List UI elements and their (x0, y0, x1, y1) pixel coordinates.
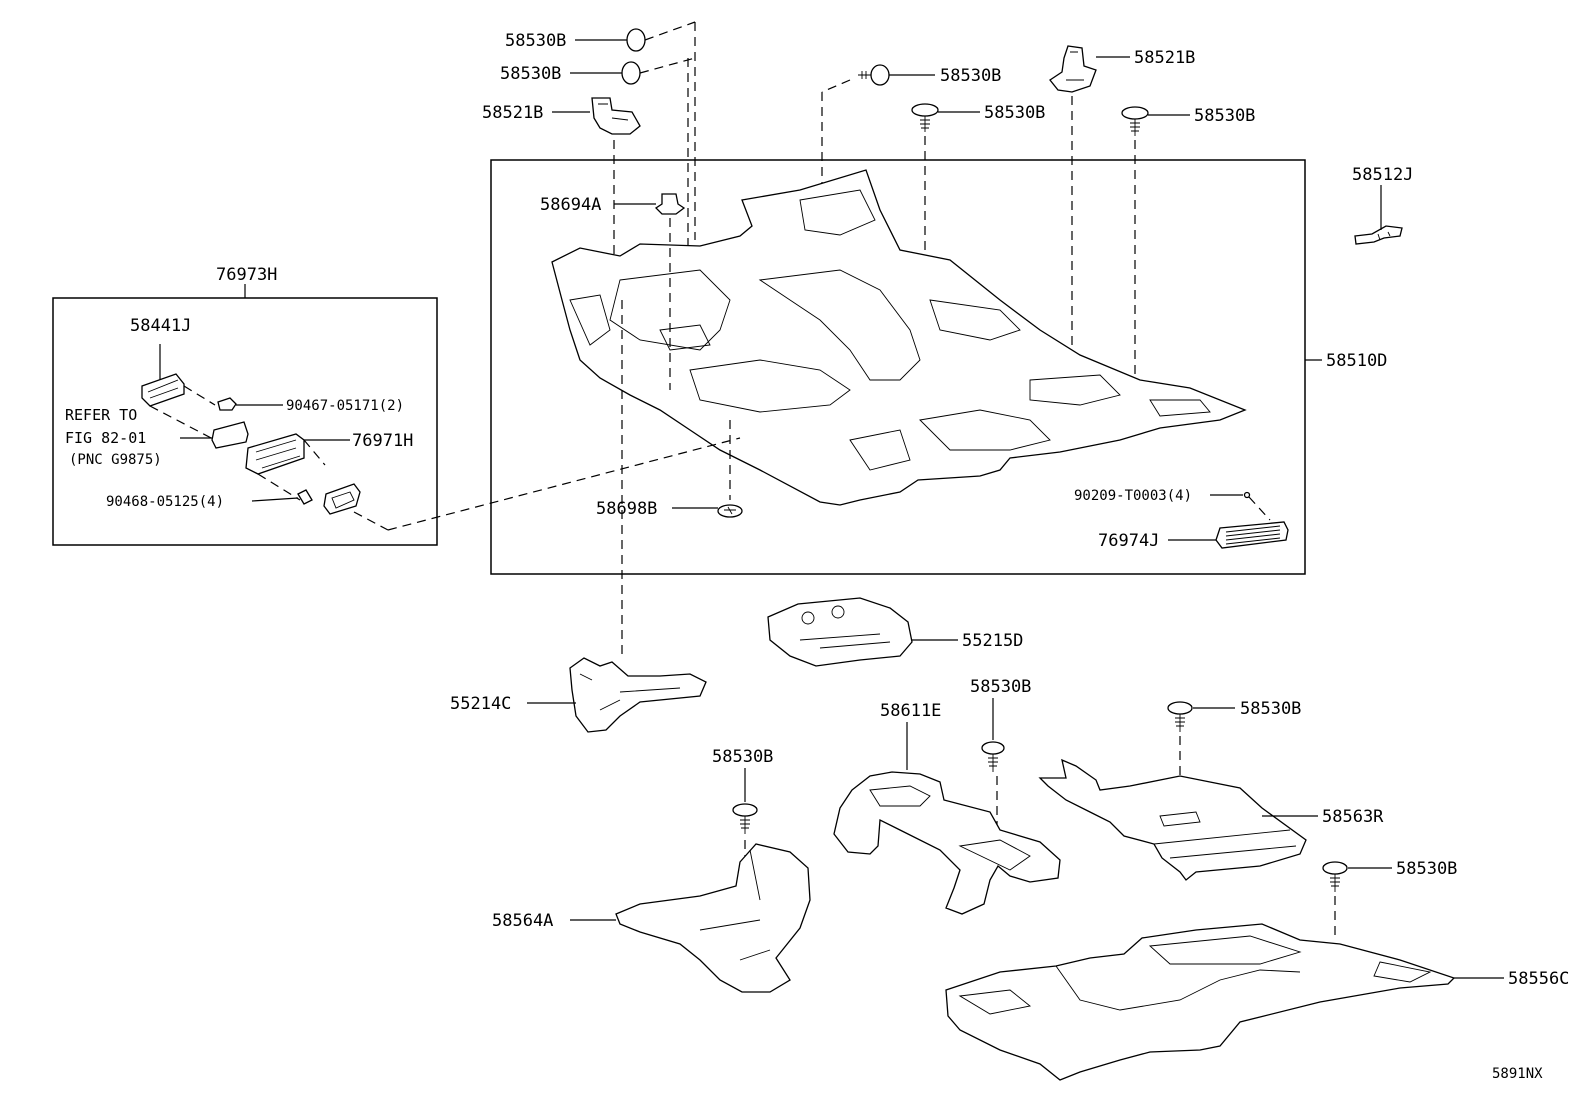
insulator-55214C (569, 657, 707, 733)
clip-58530B-top-5 (1121, 106, 1149, 136)
callout-58556C: 58556C (1508, 969, 1569, 989)
callout-58530B-6: 58530B (970, 677, 1031, 697)
housing-76971H (245, 433, 305, 475)
reference-note-line1: REFER TO (65, 406, 137, 424)
bracket-58521B-left (591, 97, 641, 135)
reference-note-line3: (PNC G9875) (69, 452, 162, 468)
panel-58441J (141, 373, 185, 407)
callout-58512J: 58512J (1352, 165, 1413, 185)
callout-58521B-right: 58521B (1134, 48, 1195, 68)
clip-58530B-top-2 (621, 57, 696, 85)
carpet-58564A (615, 843, 811, 993)
fastener-58694A (654, 193, 686, 215)
callout-58611E: 58611E (880, 701, 941, 721)
callout-58530B-3: 58530B (940, 66, 1001, 86)
vent-trim-76974J (1215, 521, 1289, 549)
callout-58530B-9: 58530B (1396, 859, 1457, 879)
carpet-58563R (1038, 758, 1307, 881)
clip-58530B-low-6 (981, 741, 1005, 772)
callout-90209: 90209-T0003(4) (1074, 488, 1192, 504)
callout-58530B-1: 58530B (505, 31, 566, 51)
floor-carpet-58510D (551, 169, 1247, 506)
callout-55215D: 55215D (962, 631, 1023, 651)
clip-90467 (217, 397, 237, 411)
reference-note-line2: FIG 82-01 (65, 429, 146, 447)
clip-58530B-low-8 (732, 803, 758, 834)
screw-90209 (1243, 491, 1251, 499)
callout-58530B-7: 58530B (1240, 699, 1301, 719)
clip-58530B-top-3 (858, 64, 890, 86)
callout-58564A: 58564A (492, 911, 553, 931)
clip-58530B-top-4 (911, 103, 939, 132)
callout-58563R: 58563R (1322, 807, 1384, 827)
callout-76974J: 76974J (1098, 531, 1159, 551)
callout-58698B: 58698B (596, 499, 657, 519)
callout-55214C: 55214C (450, 694, 511, 714)
insulator-55215D (767, 597, 913, 667)
carpet-58611E (833, 771, 1061, 915)
callout-90467: 90467-05171(2) (286, 398, 404, 414)
part-58512J (1354, 225, 1403, 245)
clip-58530B-low-7 (1167, 701, 1193, 732)
main-assembly-frame (490, 159, 1306, 575)
clip-58530B-top-1 (626, 21, 696, 52)
cover-plate (211, 421, 249, 449)
callout-58530B-4: 58530B (984, 103, 1045, 123)
bracket-58521B-right (1049, 45, 1097, 93)
callout-90468: 90468-05125(4) (106, 494, 224, 510)
screw-90468 (297, 489, 313, 505)
callout-58694A: 58694A (540, 195, 601, 215)
grommet-58698B (717, 504, 743, 518)
callout-58510D: 58510D (1326, 351, 1387, 371)
callout-58530B-8: 58530B (712, 747, 773, 767)
bezel-frame (323, 483, 361, 515)
callout-58530B-5: 58530B (1194, 106, 1255, 126)
callout-58530B-2: 58530B (500, 64, 561, 84)
callout-58441J: 58441J (130, 316, 191, 336)
clip-58530B-low-9 (1322, 861, 1348, 892)
carpet-58556C (945, 923, 1456, 1081)
callout-76973H: 76973H (216, 265, 277, 285)
callout-76971H: 76971H (352, 431, 413, 451)
diagram-id: 5891NX (1492, 1066, 1543, 1082)
callout-58521B-left: 58521B (482, 103, 543, 123)
